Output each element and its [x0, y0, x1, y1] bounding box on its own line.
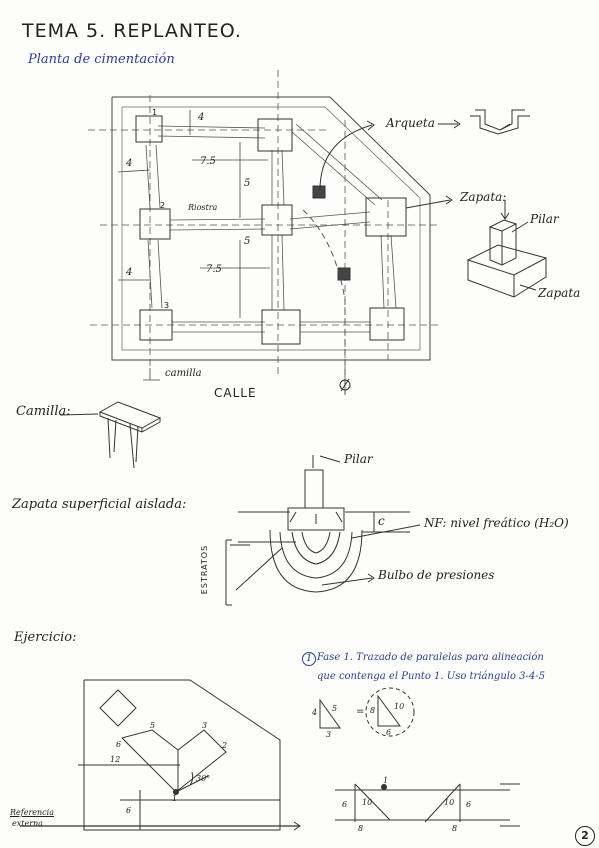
tri-equals: =	[356, 706, 365, 717]
plan-dims	[117, 110, 270, 381]
triangle-345	[319, 687, 415, 737]
zapata-section-label: Zapata superficial aislada:	[12, 497, 187, 512]
camilla-label: Camilla:	[16, 404, 71, 419]
arqueta-callout	[319, 109, 530, 191]
camilla-sketch	[59, 401, 162, 469]
zapata-section	[225, 455, 421, 606]
label-pilar: Pilar	[530, 212, 559, 226]
point-3: 3	[164, 301, 170, 310]
arquetas	[302, 185, 351, 395]
riostras	[145, 123, 397, 333]
point-1: 1	[152, 108, 158, 117]
fase-number: 1	[302, 652, 316, 666]
fig-n5: 5	[150, 721, 156, 730]
label-calle: CALLE	[214, 386, 257, 400]
dim-left-lower: 4	[126, 267, 133, 278]
point-2: 2	[160, 201, 166, 210]
label-zapata: Zapata:	[460, 190, 507, 204]
fig-n3: 3	[202, 721, 208, 730]
zapatas	[135, 115, 407, 345]
fig-ref2: externa	[12, 819, 43, 828]
tri2-b: 6	[386, 728, 392, 737]
zapata-pilar-label: Pilar	[344, 452, 373, 466]
tri1-b: 3	[326, 730, 332, 739]
tri2-c: 10	[394, 702, 405, 711]
page-title: TEMA 5. REPLANTEO.	[22, 20, 242, 42]
estratos-label: ESTRATOS	[200, 544, 210, 595]
fase-line1: Fase 1. Trazado de paralelas para alinea…	[317, 652, 544, 663]
bottom-l10: 10	[362, 798, 373, 807]
plan-outline	[111, 96, 431, 361]
bottom-r8: 8	[452, 824, 458, 833]
fig-n2: 2	[222, 741, 228, 750]
dim-top: 4	[198, 112, 205, 123]
ejercicio-title: Ejercicio:	[14, 630, 77, 645]
tri2-a: 8	[370, 706, 376, 715]
fig-n6: 6	[116, 740, 122, 749]
zapata-c-label: c	[378, 514, 385, 528]
section-subtitle: Planta de cimentación	[28, 52, 175, 67]
label-zapata-small: Zapata	[538, 286, 581, 300]
dim-v-upper: 5	[244, 178, 251, 189]
page-number: 2	[575, 826, 595, 846]
fig-d6: 6	[126, 806, 132, 815]
tri1-a: 4	[312, 708, 318, 717]
dim-v-lower: 5	[244, 236, 251, 247]
bottom-r10: 10	[444, 798, 455, 807]
dim-left-upper: 4	[126, 158, 133, 169]
fase-line2: que contenga el Punto 1. Uso triángulo 3…	[317, 671, 546, 682]
bottom-l6: 6	[342, 800, 348, 809]
bottom-schematic	[335, 783, 520, 827]
label-camilla: camilla	[165, 368, 202, 379]
plan-axes	[88, 70, 440, 395]
nf-label: NF: nivel freático (H₂O)	[424, 516, 569, 530]
fig-d12: 12	[110, 755, 121, 764]
zapata-3d	[405, 195, 548, 298]
fig-n1: 1	[172, 794, 178, 803]
ejercicio-figure	[20, 679, 301, 831]
label-riostra: Riostra	[188, 203, 218, 212]
bottom-l8: 8	[358, 824, 364, 833]
tri1-c: 5	[332, 704, 338, 713]
bottom-n1: 1	[383, 776, 389, 785]
label-arqueta: Arqueta	[386, 116, 435, 130]
fig-angle: 30°	[196, 774, 211, 783]
dim-span-lower: 7.5	[206, 264, 222, 275]
fig-ref: Referencia	[10, 808, 54, 817]
dim-span-upper: 7.5	[200, 156, 216, 167]
bottom-r6: 6	[466, 800, 472, 809]
bulbo-label: Bulbo de presiones	[378, 568, 495, 582]
